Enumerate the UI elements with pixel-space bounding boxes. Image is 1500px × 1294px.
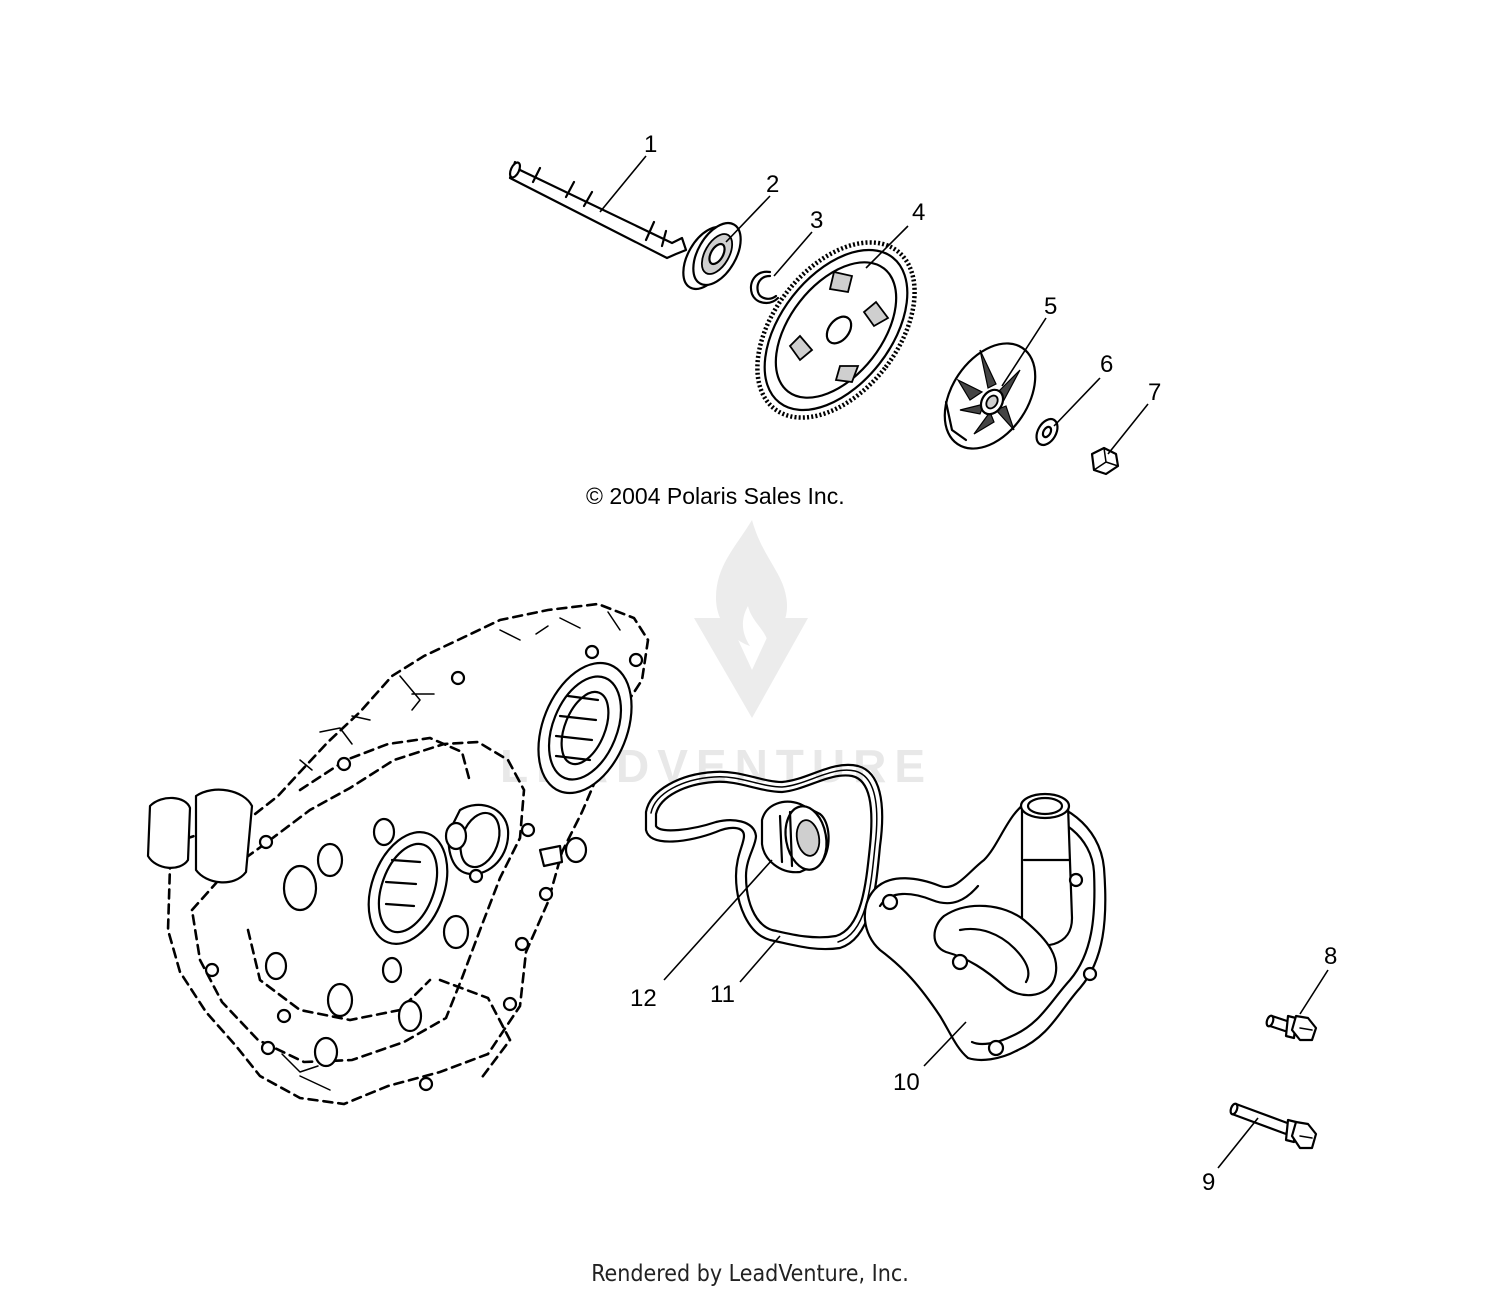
callout-2: 2	[766, 171, 779, 198]
part-4-gear	[755, 240, 917, 420]
callout-12: 12	[630, 985, 657, 1012]
part-3-circlip	[749, 270, 780, 304]
callout-8: 8	[1324, 943, 1337, 970]
part-7-nut	[1090, 446, 1120, 476]
callout-1: 1	[644, 131, 657, 158]
part-6-washer	[1035, 417, 1059, 447]
part-1-shaft	[508, 160, 688, 260]
callout-11: 11	[710, 981, 735, 1008]
callout-6: 6	[1100, 351, 1113, 378]
callout-10: 10	[893, 1069, 920, 1096]
callout-4: 4	[912, 199, 925, 226]
part-5-impeller	[943, 342, 1037, 450]
callout-9: 9	[1202, 1169, 1215, 1196]
part-11-gasket	[644, 763, 884, 951]
part-2-bearing	[682, 221, 742, 291]
leader-lines	[599, 155, 1329, 1169]
rendered-by-text: Rendered by LeadVenture, Inc.	[591, 1261, 909, 1287]
part-10-water-pump-cover	[863, 792, 1107, 1061]
part-12-seal	[760, 800, 830, 874]
part-8-short-bolt	[1265, 1014, 1318, 1042]
copyright-text: © 2004 Polaris Sales Inc.	[586, 483, 845, 509]
callout-5: 5	[1044, 293, 1057, 320]
part-9-long-bolt	[1229, 1102, 1318, 1150]
callouts: 1 2 3 4 5 6 7 8 9 10 11 12	[630, 131, 1337, 1196]
callout-3: 3	[810, 207, 823, 234]
engine-case	[146, 602, 650, 1106]
callout-7: 7	[1148, 379, 1161, 406]
